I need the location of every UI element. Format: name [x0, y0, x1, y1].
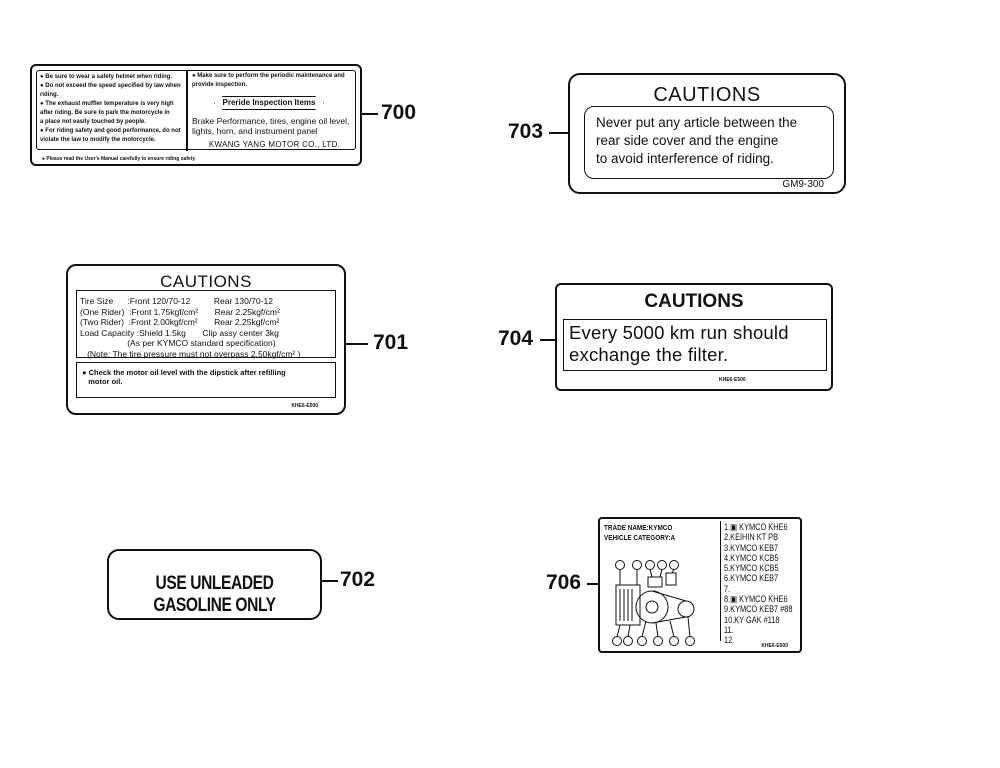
callout-circle	[645, 560, 655, 570]
label-706-divider	[720, 521, 721, 641]
callout-circle	[685, 636, 695, 646]
inspection-items-line-2: lights, horn, and instrument panel	[192, 126, 318, 136]
callout-circle	[615, 560, 625, 570]
callout-700: 700	[381, 101, 417, 124]
preride-inspection-badge: Preride Inspection Items	[214, 96, 324, 110]
bullet-line: ● The exhaust muffler temperature is ver…	[40, 101, 174, 107]
maintenance-bullet: ● Make sure to perform the periodic main…	[192, 73, 345, 88]
label-703-title: CAUTIONS	[653, 84, 761, 106]
label-700-inner-frame	[36, 70, 356, 150]
unleaded-gasoline-text: USE UNLEADED GASOLINE ONLY	[153, 573, 276, 616]
engine-block	[615, 584, 641, 626]
component-list: 1.▣ KYMCO KHE6 2.KEIHIN KT PB 3.KYMCO KE…	[724, 522, 793, 646]
rear-pulley	[677, 600, 695, 618]
callout-703: 703	[508, 120, 544, 143]
bullet-line: ● For riding safety and good performance…	[40, 128, 181, 134]
filter-caution-text: Every 5000 km run should exchange the fi…	[569, 322, 789, 365]
air-filter	[665, 572, 677, 586]
label-701-title: CAUTIONS	[160, 272, 252, 291]
callout-circle	[612, 636, 622, 646]
leader-line-702	[322, 580, 338, 582]
bullet-line: ● Be sure to wear a safety helmet when r…	[40, 74, 172, 80]
label-701-spec-frame	[76, 290, 336, 358]
bullet-line: violate the law to modify the motorcycle…	[40, 137, 156, 143]
label-700-maintenance-column: ● Make sure to perform the periodic main…	[192, 72, 357, 149]
filter-caution-label-704: CAUTIONS Every 5000 km run should exchan…	[555, 283, 833, 391]
label-706-code: KHE6-E500	[761, 643, 788, 649]
callout-circle	[657, 560, 667, 570]
bullet-line: a place not easily touched by people.	[40, 119, 147, 125]
label-704-inner-frame	[563, 319, 827, 371]
callout-circle	[669, 636, 679, 646]
emission-label-706: TRADE NAME:KYMCO VEHICLE CATEGORY:A 1.▣ …	[598, 517, 802, 653]
side-cover-caution-text: Never put any article between the rear s…	[596, 115, 798, 166]
warning-label-700: ● Be sure to wear a safety helmet when r…	[30, 64, 362, 166]
callout-702: 702	[340, 568, 376, 591]
bullet-line: riding.	[40, 92, 59, 98]
side-cover-caution-label-703: CAUTIONS Never put any article between t…	[568, 73, 846, 194]
callout-circle	[623, 636, 633, 646]
leader-line-706	[587, 583, 598, 585]
oil-check-note: ● Check the motor oil level with the dip…	[82, 368, 286, 386]
inspection-items-line-1: Brake Performance, tires, engine oil lev…	[192, 116, 350, 126]
manufacturer-name: KWANG YANG MOTOR CO., LTD.	[208, 140, 341, 149]
bullet-line: ● Do not exceed the speed specified by l…	[40, 83, 181, 89]
label-703-inner-frame	[584, 106, 834, 179]
leader-line-700	[362, 113, 378, 115]
leader-line-703	[549, 132, 568, 134]
callout-706: 706	[546, 571, 582, 594]
leader-line-701	[346, 343, 368, 345]
engine-schematic-diagram	[612, 560, 695, 646]
label-701-oil-frame	[76, 362, 336, 398]
label-704-code: KHE6-E500	[719, 377, 746, 383]
label-700-footer-note: ● Please read the User's Manual carefull…	[42, 156, 196, 162]
callout-circle	[637, 636, 647, 646]
leader-line-704	[540, 339, 555, 341]
label-700-safety-bullets: ● Be sure to wear a safety helmet when r…	[40, 73, 185, 145]
bullet-line: after riding. Be sure to park the motorc…	[40, 110, 170, 116]
fuel-label-702: USE UNLEADED GASOLINE ONLY	[107, 549, 322, 620]
label-704-title: CAUTIONS	[644, 291, 744, 312]
callout-circle	[653, 636, 663, 646]
callout-circle	[632, 560, 642, 570]
flywheel	[635, 590, 669, 624]
label-701-code: KHE6-E500	[291, 403, 318, 409]
callout-701: 701	[373, 331, 409, 354]
tire-spec-text: Tire Size :Front 120/70-12 Rear 130/70-1…	[80, 296, 301, 359]
label-703-code: GM9-300	[782, 179, 824, 190]
label-700-divider	[186, 71, 188, 151]
callout-circle	[669, 560, 679, 570]
carburetor	[647, 576, 663, 588]
callout-704: 704	[498, 327, 534, 350]
tire-caution-label-701: CAUTIONS Tire Size :Front 120/70-12 Rear…	[66, 264, 346, 415]
trade-name-header: TRADE NAME:KYMCO VEHICLE CATEGORY:A	[604, 523, 676, 542]
